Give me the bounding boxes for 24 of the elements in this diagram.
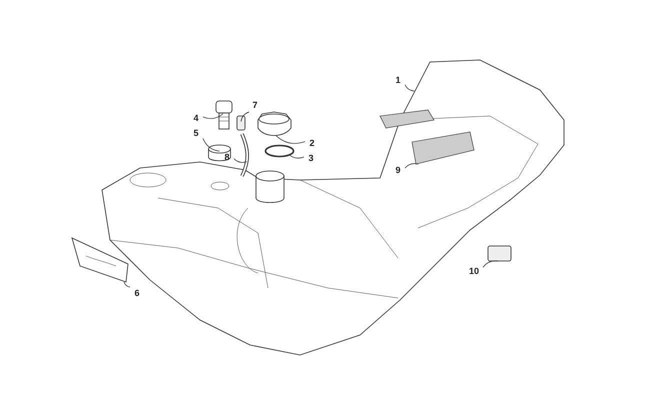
leader-line xyxy=(482,260,499,268)
callout-number: 6 xyxy=(131,287,143,299)
leader-line xyxy=(202,138,220,152)
pad xyxy=(487,245,512,262)
callout-number: 9 xyxy=(392,164,404,176)
callout-number: 8 xyxy=(221,151,233,163)
leader-line xyxy=(288,154,304,158)
callout-number: 7 xyxy=(249,99,261,111)
callout-number: 3 xyxy=(305,152,317,164)
callout-number: 2 xyxy=(306,137,318,149)
leader-line xyxy=(202,114,224,119)
callout-number: 4 xyxy=(190,112,202,124)
leader-line xyxy=(234,158,247,163)
leader-line xyxy=(240,112,250,122)
leader-line xyxy=(404,84,415,92)
o-ring xyxy=(264,144,295,158)
leader-line xyxy=(124,282,130,288)
callout-number: 5 xyxy=(190,127,202,139)
callout-number: 10 xyxy=(466,265,482,277)
sender-drawing xyxy=(213,99,235,132)
callout-number: 1 xyxy=(392,74,404,86)
leader-line xyxy=(404,163,419,168)
grommet xyxy=(207,144,232,162)
fitting xyxy=(236,115,246,131)
